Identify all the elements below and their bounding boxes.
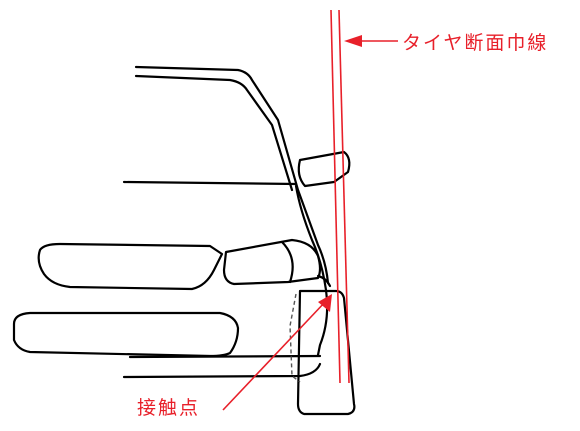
windshield-inner-edge [134,74,294,192]
headlight-inner [280,240,294,284]
hidden-wheel-dashed [289,293,301,383]
car-body-outline [12,65,356,416]
bumper-bottom-line [128,354,322,359]
tire-width-line-label: タイヤ断面巾線 [402,32,549,54]
lower-intake [12,311,240,358]
tire-width-line-2 [338,9,350,384]
fender-edge [294,184,329,357]
contact-point-label: 接触点 [137,397,201,419]
windshield-frame [134,65,330,285]
side-mirror [297,150,351,188]
tire-width-line-1 [330,9,341,384]
tire-label-arrowhead [344,35,362,47]
under-body-line [122,362,322,379]
annotations [222,9,398,411]
tire [296,289,356,416]
contact-point-arrowhead [318,294,332,312]
front-grille [37,242,224,291]
hood-line [122,180,298,186]
bumper-corner [316,274,332,288]
contact-point-arrow-shaft [222,300,327,411]
headlight [222,238,322,286]
